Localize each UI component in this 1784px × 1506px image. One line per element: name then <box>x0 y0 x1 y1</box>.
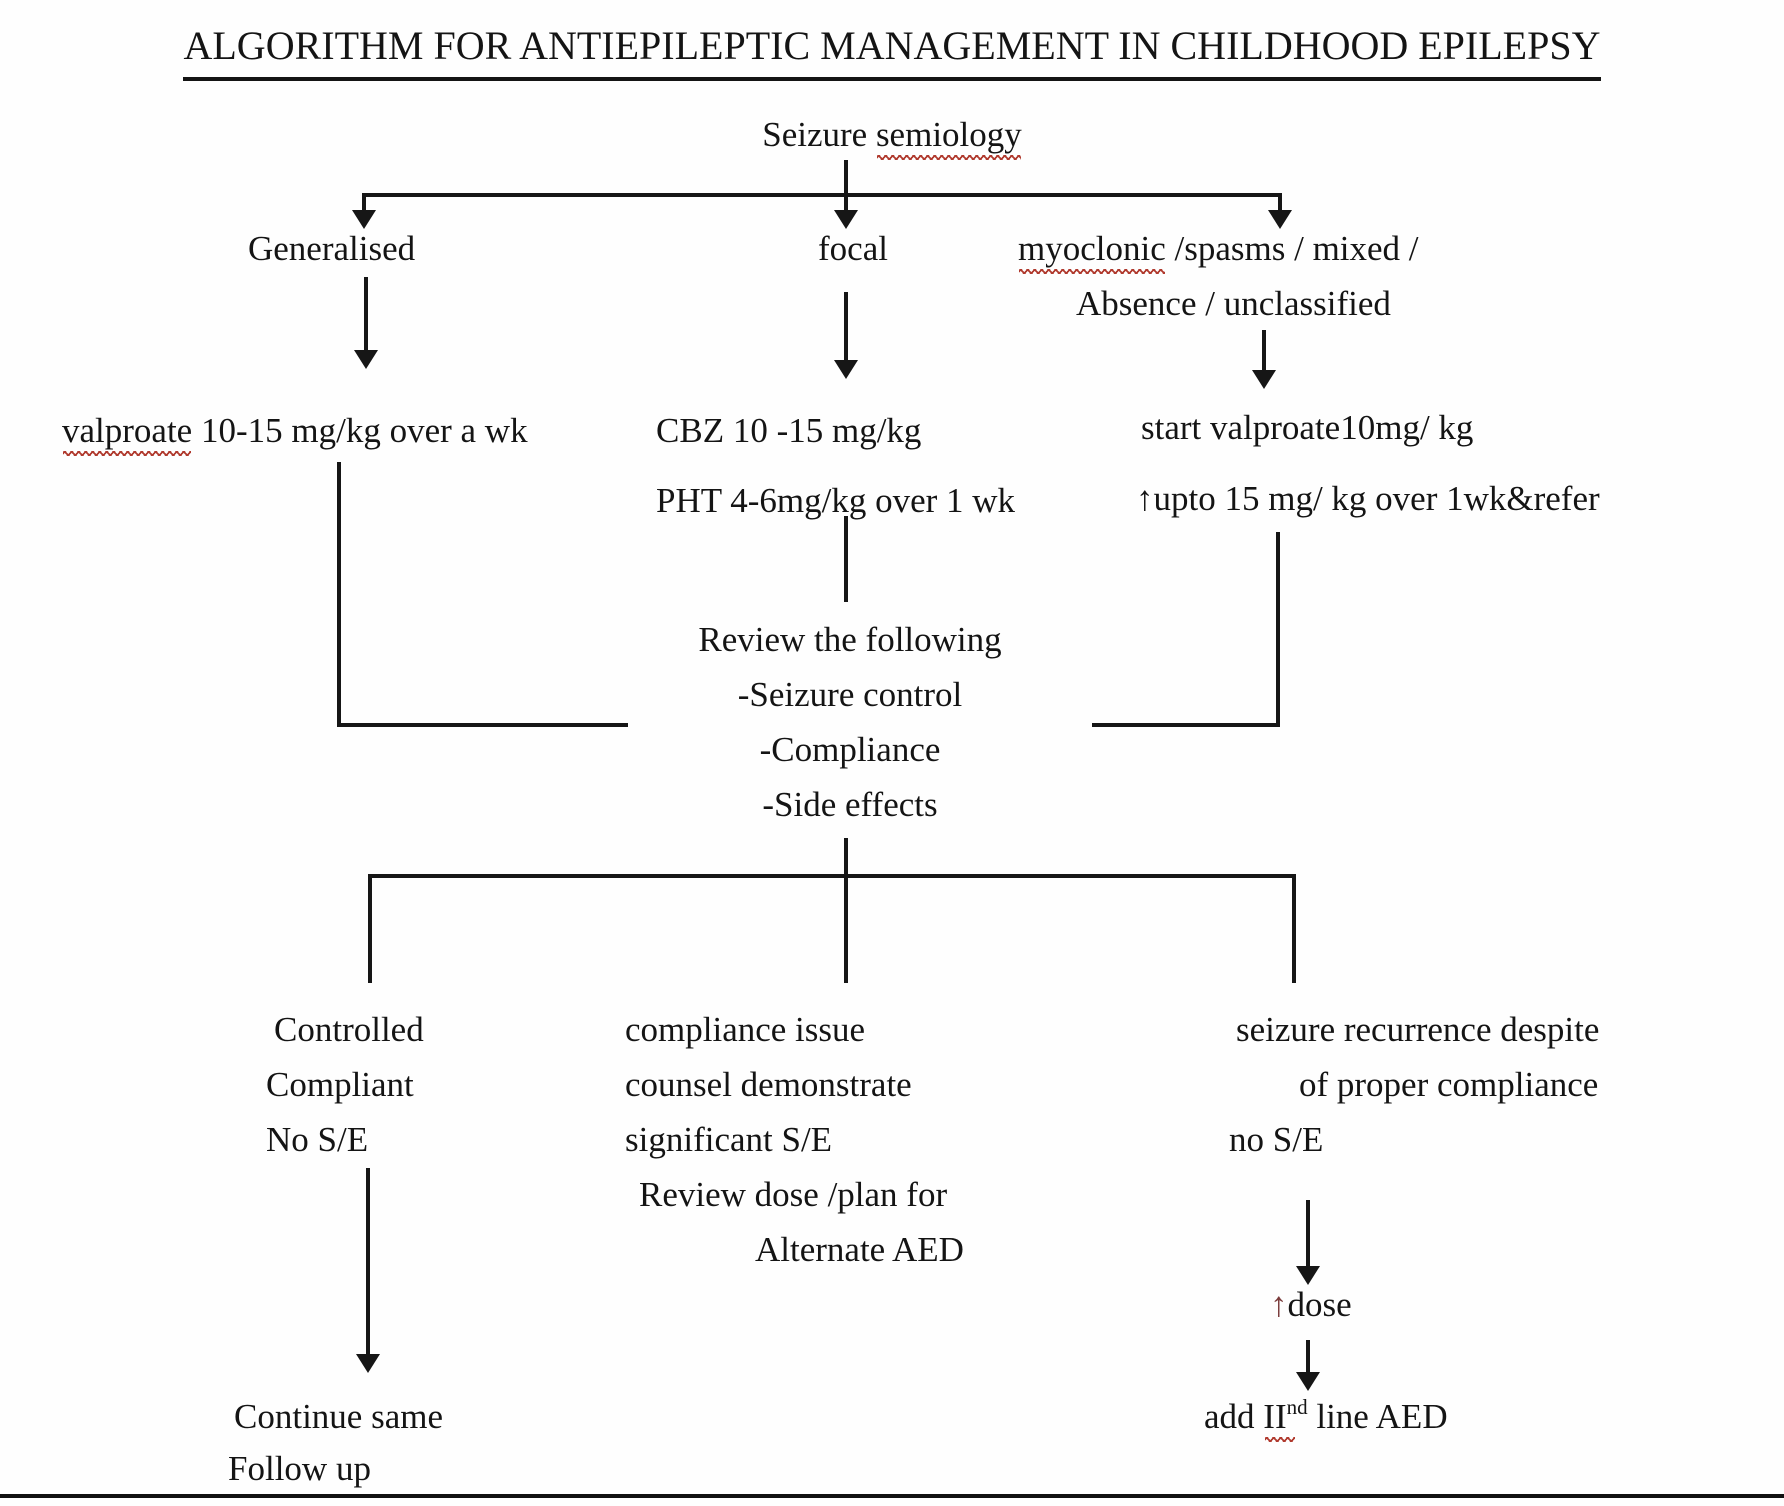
arrowhead-generalised-treatment <box>354 350 378 369</box>
arrow-shaft-myoclonic <box>1278 193 1282 212</box>
arrowhead-generalised <box>352 210 376 229</box>
action-continue-line1: Continue same <box>234 1397 443 1436</box>
node-myoclonic-line2: Absence / unclassified <box>1076 284 1391 323</box>
arrow-shaft-generalised-treatment <box>364 277 368 353</box>
outcome-controlled-line2: Compliant <box>266 1065 414 1104</box>
outcome-controlled-line3: No S/E <box>266 1120 369 1159</box>
treatment-focal-line1: CBZ 10 -15 mg/kg <box>656 411 922 450</box>
add-prefix: add <box>1204 1397 1264 1436</box>
drop-line-controlled <box>368 874 372 983</box>
arrowhead-myoclonic <box>1268 210 1292 229</box>
outcome-recurrence: seizure recurrence despite of proper com… <box>1229 1002 1599 1167</box>
review-heading: Review the following <box>698 620 1002 659</box>
node-myoclonic-line1: myoclonic /spasms / mixed / <box>1018 228 1419 274</box>
arrowhead-myoclonic-treatment <box>1252 370 1276 389</box>
node-seizure-semiology: Seizure semiology <box>0 114 1784 160</box>
bottom-border-line <box>0 1494 1784 1498</box>
connector-root-stem <box>844 160 848 195</box>
arrow-shaft-focal <box>844 196 848 212</box>
outcome-compliance-line4: Review dose /plan for <box>639 1175 948 1214</box>
review-item-side-effects: -Side effects <box>762 785 938 824</box>
connector-left-vertical <box>337 462 341 727</box>
valproate-word: valproate <box>62 411 193 456</box>
arrow-shaft-continue <box>366 1168 370 1356</box>
treatment-generalised: valproate 10-15 mg/kg over a wk <box>62 410 528 456</box>
page-title-text: ALGORITHM FOR ANTIEPILEPTIC MANAGEMENT I… <box>183 22 1601 81</box>
outcome-controlled: Controlled Compliant No S/E <box>266 1002 424 1167</box>
outcome-compliance-line3: significant S/E <box>625 1120 833 1159</box>
outcome-recurrence-line3: no S/E <box>1229 1120 1324 1159</box>
drop-line-recurrence <box>1292 874 1296 983</box>
treatment-generalised-rest: 10-15 mg/kg over a wk <box>192 411 528 450</box>
connector-right-vertical <box>1276 532 1280 727</box>
action-continue-line2: Follow up <box>228 1449 371 1488</box>
outcome-compliance-line2: counsel demonstrate <box>625 1065 912 1104</box>
roman-II: II <box>1263 1397 1287 1436</box>
arrowhead-add-aed <box>1296 1372 1320 1391</box>
up-arrow-icon: ↑ <box>1270 1285 1288 1324</box>
action-increase-dose: ↑dose <box>1270 1284 1352 1326</box>
arrowhead-increase-dose <box>1296 1266 1320 1285</box>
drop-line-compliance <box>844 877 848 983</box>
review-item-seizure-control: -Seizure control <box>737 675 963 714</box>
root-label-misspelled: semiology <box>875 115 1022 160</box>
arrow-shaft-generalised <box>362 193 366 212</box>
outcome-recurrence-line1: seizure recurrence despite <box>1236 1010 1600 1049</box>
treatment-myoclonic-line1: start valproate10mg/ kg <box>1141 408 1474 447</box>
arrow-shaft-add-aed <box>1306 1340 1310 1374</box>
myoclonic-word: myoclonic <box>1018 229 1166 274</box>
node-focal: focal <box>818 229 888 268</box>
connector-review-stem <box>844 838 848 876</box>
arrow-shaft-increase-dose <box>1306 1200 1310 1268</box>
branch-bar-top <box>362 193 1282 197</box>
outcome-recurrence-line2: of proper compliance <box>1299 1065 1599 1104</box>
outcome-compliance-issue: compliance issue counsel demonstrate sig… <box>625 1002 964 1277</box>
ordinal-sup: nd <box>1286 1395 1308 1419</box>
outcome-controlled-line1: Controlled <box>274 1010 424 1049</box>
root-label-prefix: Seizure <box>762 115 876 154</box>
page-title: ALGORITHM FOR ANTIEPILEPTIC MANAGEMENT I… <box>0 22 1784 81</box>
action-add-second-line-aed: add IInd line AED <box>1204 1395 1448 1442</box>
connector-right-horizontal <box>1092 723 1280 727</box>
review-item-compliance: -Compliance <box>759 730 941 769</box>
arrowhead-continue <box>356 1354 380 1373</box>
arrowhead-focal <box>834 210 858 229</box>
connector-left-horizontal <box>337 723 628 727</box>
arrowhead-focal-treatment <box>834 360 858 379</box>
add-suffix: line AED <box>1307 1397 1448 1436</box>
treatment-myoclonic-line2: ↑upto 15 mg/ kg over 1wk&refer <box>1136 479 1600 518</box>
branch-bar-bottom <box>368 874 1296 878</box>
dose-label: dose <box>1287 1285 1352 1324</box>
myoclonic-line1-rest: /spasms / mixed / <box>1165 229 1419 268</box>
outcome-compliance-line1: compliance issue <box>625 1010 866 1049</box>
connector-middle-vertical <box>844 516 848 602</box>
treatment-focal-line2: PHT 4-6mg/kg over 1 wk <box>656 481 1016 520</box>
review-node: Review the following -Seizure control -C… <box>630 612 1070 832</box>
arrow-shaft-myoclonic-treatment <box>1262 330 1266 372</box>
node-generalised: Generalised <box>248 229 416 268</box>
second-line-roman: IInd <box>1263 1395 1308 1442</box>
outcome-compliance-line5: Alternate AED <box>755 1230 964 1269</box>
arrow-shaft-focal-treatment <box>844 292 848 362</box>
